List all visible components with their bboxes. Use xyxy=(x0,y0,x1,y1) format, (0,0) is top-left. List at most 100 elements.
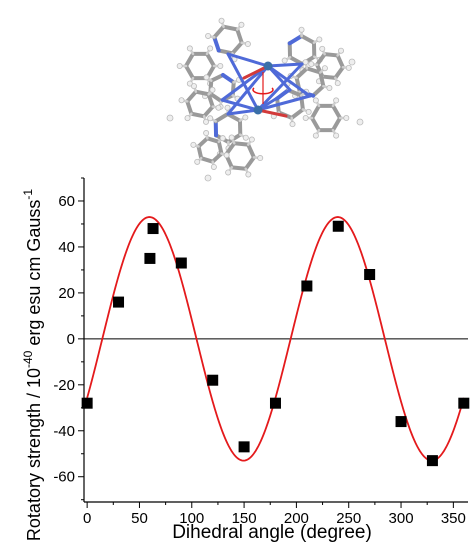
methyl-hydrogen xyxy=(204,174,212,182)
hydrogen-atom xyxy=(218,17,225,24)
hydrogen-atom xyxy=(298,26,305,33)
data-point xyxy=(144,252,156,264)
bond xyxy=(243,155,256,171)
hydrogen-atom xyxy=(244,41,251,48)
bond xyxy=(256,94,312,112)
x-tick-label: 350 xyxy=(441,510,466,527)
hydrogen-atom xyxy=(333,97,340,104)
data-point xyxy=(81,397,93,409)
hydrogen-atom xyxy=(343,115,350,122)
metal-atom xyxy=(263,61,273,71)
bond xyxy=(256,108,288,118)
hydrogen-atom xyxy=(242,134,249,141)
bond xyxy=(230,40,244,56)
x-tick-label: 250 xyxy=(336,510,361,527)
bond xyxy=(229,165,248,171)
x-tick-label: 300 xyxy=(389,510,414,527)
hydrogen-atom xyxy=(207,45,214,52)
axis-ticks xyxy=(78,177,454,508)
bond xyxy=(226,64,270,116)
molecule-structure-image xyxy=(166,17,364,182)
data-point xyxy=(207,374,219,386)
bond xyxy=(331,103,342,120)
bond xyxy=(213,112,230,124)
data-point xyxy=(113,296,125,308)
hydrogen-atom xyxy=(210,163,217,170)
hydrogen-atom xyxy=(223,152,230,159)
hydrogen-atom xyxy=(217,63,224,70)
bond xyxy=(289,107,305,120)
y-tick-label: 0 xyxy=(67,331,75,348)
y-axis-label: Rotatory strength / 10-40 erg esu cm Gau… xyxy=(21,189,44,541)
bond xyxy=(209,73,225,83)
bond xyxy=(212,35,221,53)
data-point xyxy=(426,455,438,467)
bond xyxy=(220,73,236,85)
data-point xyxy=(332,220,344,232)
hydrogen-atom xyxy=(245,171,252,178)
hydrogen-atom xyxy=(326,84,333,91)
hydrogen-atom xyxy=(319,45,326,52)
x-tick-label: 50 xyxy=(131,510,148,527)
hydrogen-atom xyxy=(190,141,197,148)
bond xyxy=(235,27,244,45)
bond xyxy=(216,48,235,56)
bond xyxy=(202,104,215,119)
bond xyxy=(311,84,326,98)
data-point xyxy=(269,397,281,409)
bond xyxy=(184,51,195,68)
hydrogen-atom xyxy=(345,64,352,71)
bond xyxy=(294,66,309,80)
bond xyxy=(266,62,304,68)
x-tick-label: 200 xyxy=(284,510,309,527)
hydrogen-atom xyxy=(333,132,340,139)
bond xyxy=(232,141,251,147)
bond xyxy=(304,66,323,75)
bond xyxy=(266,64,312,98)
bond xyxy=(318,70,326,89)
hydrogen-atom xyxy=(238,21,245,28)
hydrogen-atom xyxy=(184,115,191,122)
bond xyxy=(335,53,345,70)
y-tick-label: -40 xyxy=(53,423,75,440)
data-point xyxy=(238,441,250,453)
y-axis-label-exp2: -1 xyxy=(21,189,35,200)
metal-atom xyxy=(253,105,263,115)
hydrogen-atom xyxy=(215,104,222,111)
bond xyxy=(226,52,270,68)
bond xyxy=(216,139,224,156)
hydrogen-atom xyxy=(257,155,264,162)
hydrogen-atom xyxy=(225,169,232,176)
data-point xyxy=(175,257,187,269)
y-axis-label-unit: erg esu cm Gauss xyxy=(24,200,44,351)
hydrogen-atom xyxy=(312,97,319,104)
hydrogen-atom xyxy=(202,118,209,125)
hydrogen-atom xyxy=(203,74,210,81)
hydrogen-atom xyxy=(228,134,235,141)
x-tick-label: 150 xyxy=(232,510,257,527)
hydrogen-atom xyxy=(248,136,255,143)
bond xyxy=(287,34,304,46)
bond xyxy=(256,62,304,112)
rotation-arrow xyxy=(252,87,274,95)
bond xyxy=(226,52,260,112)
data-point xyxy=(458,397,470,409)
hydrogen-atom xyxy=(242,114,249,121)
bond xyxy=(310,116,321,133)
y-tick-label: -60 xyxy=(53,469,75,486)
plot-frame xyxy=(83,178,468,503)
hydrogen-atom xyxy=(186,45,193,52)
x-axis-label: Dihedral angle (degree) xyxy=(172,522,372,543)
bond xyxy=(220,98,260,112)
bond xyxy=(185,89,198,104)
hydrogen-atom xyxy=(302,115,309,122)
hydrogen-atom xyxy=(281,57,288,64)
hydrogen-atom xyxy=(289,121,296,128)
y-axis-label-exp1: -40 xyxy=(21,350,35,368)
bond xyxy=(184,64,195,81)
y-tick-label: 20 xyxy=(58,285,75,302)
bond xyxy=(189,111,207,119)
